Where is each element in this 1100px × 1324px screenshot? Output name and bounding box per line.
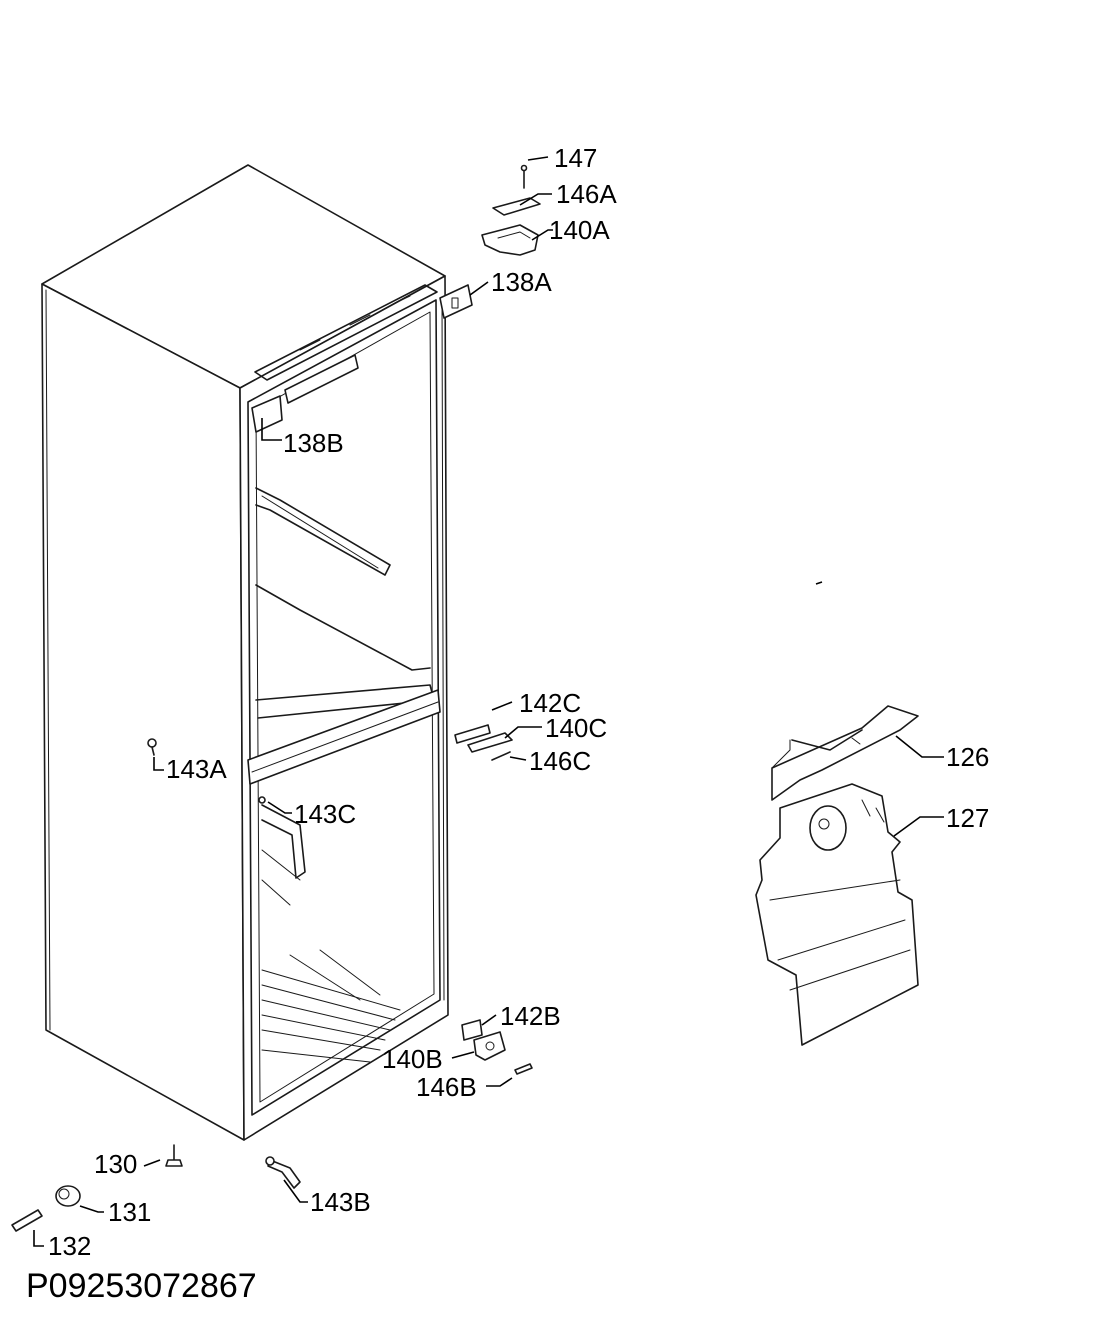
callout-131: 131 bbox=[108, 1197, 151, 1227]
part-146B-pin bbox=[514, 1063, 533, 1075]
diagram-code: P09253072867 bbox=[26, 1267, 257, 1305]
callout-140A: 140A bbox=[549, 215, 610, 245]
callout-127: 127 bbox=[946, 803, 989, 833]
callout-143A: 143A bbox=[166, 754, 227, 784]
part-138A-bracket bbox=[439, 284, 473, 319]
callout-143C: 143C bbox=[294, 799, 356, 829]
callout-146C: 146C bbox=[529, 746, 591, 776]
part-140A-hinge bbox=[481, 224, 539, 256]
callout-132: 132 bbox=[48, 1231, 91, 1261]
part-127-air-duct bbox=[755, 783, 919, 1046]
part-143B-foot bbox=[265, 1156, 301, 1189]
part-140B-hinge bbox=[473, 1031, 506, 1061]
callout-142C: 142C bbox=[519, 688, 581, 718]
refrigerator-cabinet bbox=[41, 164, 449, 1141]
callout-142B: 142B bbox=[500, 1001, 561, 1031]
callout-130: 130 bbox=[94, 1149, 137, 1179]
part-147-screw bbox=[520, 164, 528, 189]
callout-147: 147 bbox=[554, 143, 597, 173]
part-132-axle bbox=[11, 1209, 43, 1232]
part-143A-screw bbox=[147, 738, 157, 756]
part-143C-screw bbox=[258, 796, 266, 804]
callout-138B: 138B bbox=[283, 428, 344, 458]
part-146C-pin bbox=[491, 751, 511, 761]
callout-143B: 143B bbox=[310, 1187, 371, 1217]
callout-146B: 146B bbox=[416, 1072, 477, 1102]
part-142C-plate bbox=[454, 724, 491, 744]
callout-146A: 146A bbox=[556, 179, 617, 209]
part-140C-hinge bbox=[467, 732, 513, 753]
callout-138A: 138A bbox=[491, 267, 552, 297]
callout-140C: 140C bbox=[545, 713, 607, 743]
part-138B-bracket bbox=[251, 395, 283, 433]
part-131-roller bbox=[55, 1185, 81, 1207]
part-126-drawer-cover bbox=[771, 705, 919, 801]
callout-labels: 147 146A 140A 138A 138B 142C 140C 146C 1… bbox=[48, 143, 989, 1261]
leader-lines bbox=[33, 156, 944, 1247]
part-146A-cover bbox=[492, 197, 541, 216]
callout-126: 126 bbox=[946, 742, 989, 772]
part-130-foot-screw bbox=[165, 1144, 183, 1167]
callout-140B: 140B bbox=[382, 1044, 443, 1074]
part-142B-plate bbox=[461, 1019, 483, 1041]
